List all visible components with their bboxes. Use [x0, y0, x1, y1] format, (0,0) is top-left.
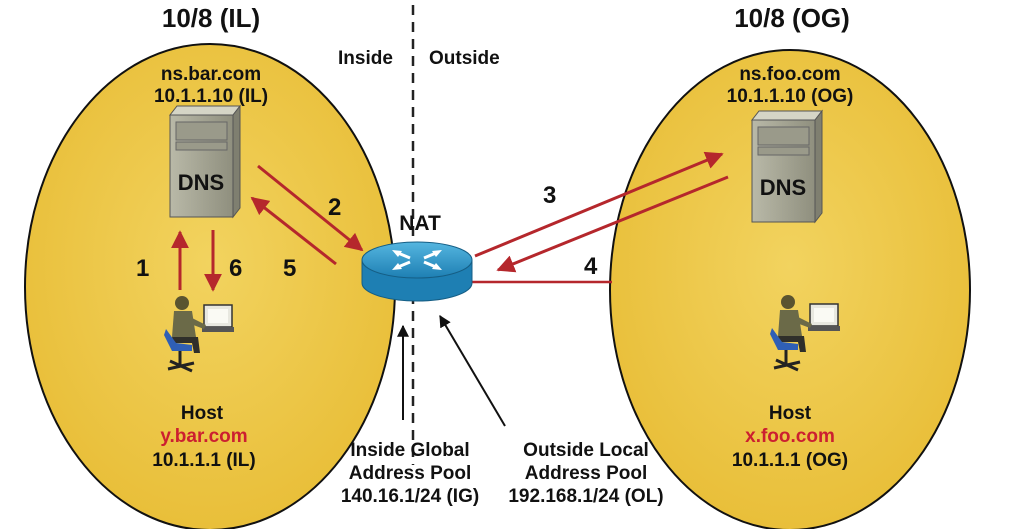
inside-label: Inside [338, 48, 393, 69]
right-host-name: x.foo.com [745, 426, 835, 447]
outside-local-pool-line-3: 192.168.1/24 (OL) [508, 486, 664, 507]
host-user-icon [164, 296, 234, 373]
right-zone-title: 10/8 (OG) [734, 3, 850, 33]
left-zone-title: 10/8 (IL) [161, 3, 261, 33]
step-6-label: 6 [229, 255, 243, 282]
right-zone [609, 49, 971, 529]
inside-global-pool-line-2: Address Pool [348, 463, 472, 484]
right-server-name: ns.foo.com [739, 64, 841, 85]
right-host-label: Host [768, 403, 812, 424]
nat-label: NAT [399, 212, 441, 235]
step-4-label: 4 [584, 253, 598, 280]
router-icon [361, 241, 473, 302]
arrow-step-5 [250, 196, 337, 266]
right-host-ip: 10.1.1.1 (OG) [731, 450, 849, 471]
left-host-ip: 10.1.1.1 (IL) [152, 450, 256, 471]
inside-global-pool-line-1: Inside Global [350, 440, 470, 461]
arrow-step-4 [496, 175, 729, 273]
outside-local-pool-line-2: Address Pool [524, 463, 648, 484]
dns-server-icon [168, 104, 242, 219]
dns-server-icon [750, 109, 824, 224]
step-5-label: 5 [283, 255, 297, 282]
outside-local-pool-arrow [439, 314, 506, 427]
outside-label: Outside [429, 48, 500, 69]
arrow-step-2 [257, 164, 364, 252]
right-dns-label: DNS [759, 175, 807, 200]
outside-local-pool-line-1: Outside Local [523, 440, 649, 461]
left-dns-label: DNS [177, 170, 225, 195]
step-2-label: 2 [328, 194, 342, 221]
left-host-name: y.bar.com [160, 426, 248, 447]
inside-global-pool-line-3: 140.16.1/24 (IG) [340, 486, 480, 507]
step-1-label: 1 [136, 255, 150, 282]
left-server-name: ns.bar.com [160, 64, 262, 85]
left-host-label: Host [180, 403, 224, 424]
left-server-ip: 10.1.1.10 (IL) [153, 86, 269, 107]
host-user-icon [770, 295, 840, 372]
right-server-ip: 10.1.1.10 (OG) [726, 86, 854, 107]
step-3-label: 3 [543, 182, 557, 209]
arrow-step-3 [474, 151, 724, 258]
